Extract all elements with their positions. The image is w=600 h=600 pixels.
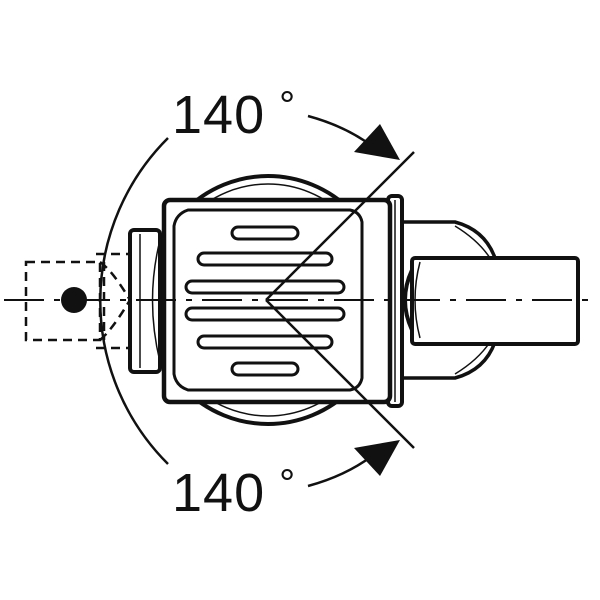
top-angle-label: 140 °	[172, 85, 296, 145]
limit-line-bottom	[265, 299, 415, 449]
top-angle-unit: °	[279, 84, 297, 128]
bottom-angle-value: 140	[172, 463, 266, 523]
top-angle-value: 140	[172, 85, 266, 145]
bottom-arrow-head	[354, 440, 400, 476]
top-arrow-head	[354, 124, 400, 160]
grate-slots	[184, 225, 346, 377]
bottom-arrow-arc	[307, 454, 373, 488]
pivot-point	[61, 287, 87, 313]
limit-line-top	[265, 151, 415, 301]
bottom-angle-unit: °	[279, 462, 297, 506]
bottom-angle-label: 140 °	[172, 463, 296, 523]
top-arrow-arc	[307, 114, 373, 148]
